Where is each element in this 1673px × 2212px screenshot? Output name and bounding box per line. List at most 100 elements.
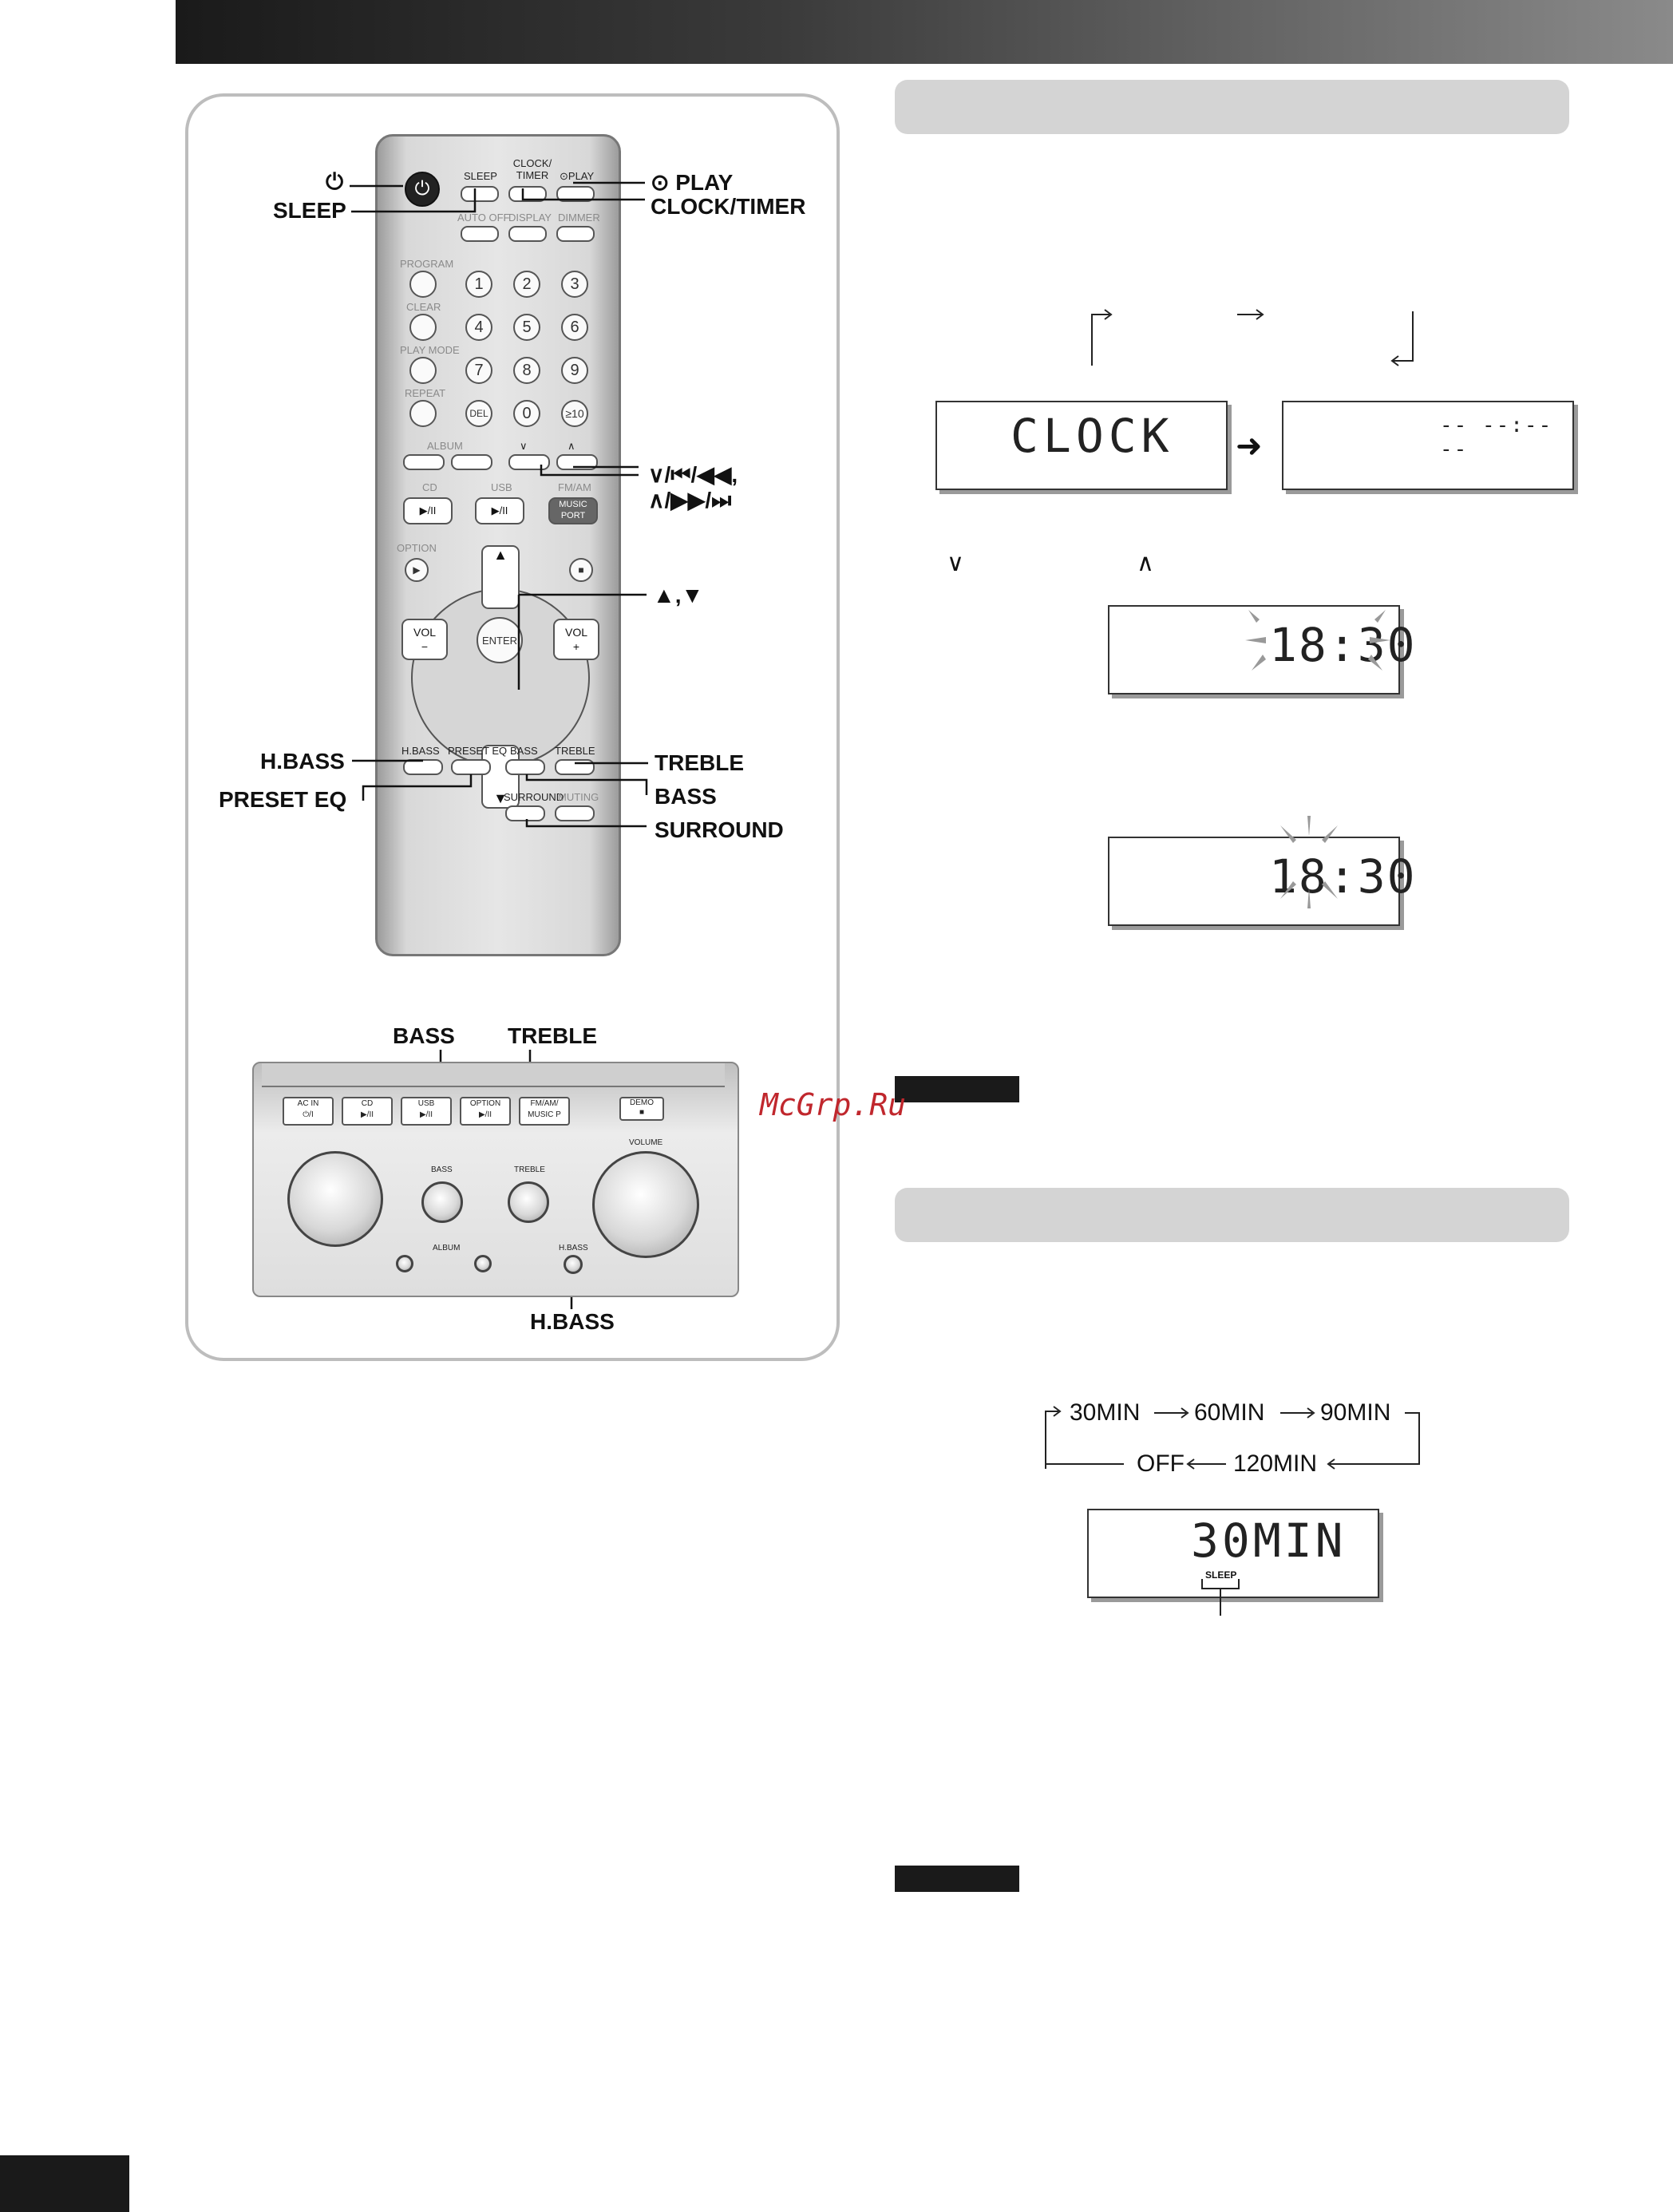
digit-8-key[interactable]: 8 [513,357,540,384]
skip-callout-line1: ∨/⏮/◀◀, [648,462,738,487]
down-key[interactable]: ▼ [481,745,520,809]
play-mode-key[interactable] [409,357,437,384]
arrows-callout: ▲,▼ [653,583,704,607]
clock-flow-arrows [1091,309,1414,366]
play-timer-key-label: ⊙PLAY [560,170,595,182]
treble-callout: TREBLE [655,750,744,775]
clear-label: CLEAR [406,301,441,313]
clock-display-4-text: 18:30 [1269,849,1417,904]
power-button[interactable]: ⏻ [405,172,440,207]
clock-section-header [895,80,1569,134]
cd-label: CD [422,481,437,493]
unit-treble-label: TREBLE [514,1165,545,1174]
option-play-key[interactable]: ▶ [405,558,429,582]
unit-album-label: ALBUM [433,1244,461,1252]
sleep-section-header [895,1188,1569,1242]
dimmer-label: DIMMER [558,212,600,224]
muting-key-label: MUTING [558,791,599,803]
up-symbol: ∧ [1137,550,1154,576]
unit-album-up-button[interactable] [474,1255,492,1272]
digit-9-key[interactable]: 9 [561,357,588,384]
watermark: McGrp.Ru [760,1087,907,1122]
dimmer-key[interactable] [556,226,595,242]
digit-7-key[interactable]: 7 [465,357,492,384]
sleep-seq-30min: 30MIN [1070,1399,1141,1426]
power-callout: ⏻ [326,169,344,194]
callout-lines [350,181,648,1309]
sleep-key-label: SLEEP [464,170,497,182]
sleep-indicator: SLEEP [1205,1569,1237,1581]
sleep-display: 30MIN SLEEP [1087,1509,1379,1598]
delete-key[interactable]: DEL [465,400,492,427]
stop-key[interactable]: ■ [569,558,593,582]
album-up-key[interactable] [451,454,492,470]
music-port-key[interactable]: MUSIC PORT [548,497,598,524]
surround-key[interactable] [505,805,545,821]
up-key[interactable]: ▲ [481,545,520,609]
digit-10plus-key[interactable]: ≥10 [561,400,588,427]
digit-1-key[interactable]: 1 [465,271,492,298]
display-key[interactable] [508,226,547,242]
digit-3-key[interactable]: 3 [561,271,588,298]
skip-back-key[interactable] [508,454,550,470]
digit-2-key[interactable]: 2 [513,271,540,298]
skip-up-symbol: ∧ [568,440,575,452]
repeat-label: REPEAT [405,387,446,399]
unit-power-button[interactable]: AC IN ⏻/I [283,1097,334,1126]
header-bar [176,0,1673,64]
unit-treble-knob[interactable] [508,1181,549,1223]
volume-down-key[interactable]: VOL − [401,619,448,660]
digit-6-key[interactable]: 6 [561,314,588,341]
remote-control: ⏻ SLEEP CLOCK/ TIMER ⊙PLAY AUTO OFF DISP… [375,134,621,956]
clock-display-3-text: 18:30 [1269,618,1417,672]
sleep-key[interactable] [461,186,499,202]
digit-0-key[interactable]: 0 [513,400,540,427]
clock-timer-callout: CLOCK/TIMER [651,194,806,219]
enter-key[interactable]: ENTER [477,617,523,663]
auto-off-key[interactable] [461,226,499,242]
sleep-seq-off: OFF [1137,1450,1185,1477]
program-label: PROGRAM [400,258,454,270]
play-timer-key[interactable] [556,186,595,202]
volume-up-key[interactable]: VOL + [553,619,599,660]
unit-demo-button[interactable]: DEMO ■ [619,1097,664,1121]
unit-volume-dial[interactable] [592,1151,699,1258]
page-number-tab [0,2155,129,2212]
unit-album-down-button[interactable] [396,1255,413,1272]
bass-key[interactable] [505,759,545,775]
clock-timer-key[interactable] [508,186,547,202]
unit-treble-callout: TREBLE [508,1023,597,1048]
sleep-callout: SLEEP [273,198,346,223]
unit-left-dial[interactable] [287,1151,383,1247]
preset-eq-key-label: PRESET EQ [448,745,508,757]
bass-callout: BASS [655,784,717,809]
unit-option-button[interactable]: OPTION ▶/II [460,1097,511,1126]
unit-hbass-label: H.BASS [559,1244,588,1252]
unit-hbass-button[interactable] [564,1255,583,1274]
muting-key[interactable] [555,805,595,821]
digit-5-key[interactable]: 5 [513,314,540,341]
clock-timer-key-label: CLOCK/ TIMER [512,157,552,181]
hbass-callout: H.BASS [260,749,345,774]
digit-4-key[interactable]: 4 [465,314,492,341]
unit-cd-button[interactable]: CD ▶/II [342,1097,393,1126]
clear-key[interactable] [409,314,437,341]
unit-bass-callout: BASS [393,1023,455,1048]
album-down-key[interactable] [403,454,445,470]
clock-display-1-text: CLOCK [1011,409,1174,463]
repeat-key[interactable] [409,400,437,427]
hbass-key-label: H.BASS [401,745,440,757]
sleep-note-label [895,1866,1019,1892]
unit-usb-button[interactable]: USB ▶/II [401,1097,452,1126]
main-unit-panel: AC IN ⏻/I CD ▶/II USB ▶/II OPTION ▶/II F… [252,1062,739,1297]
usb-play-key[interactable]: ▶/II [475,497,524,524]
cd-play-key[interactable]: ▶/II [403,497,453,524]
unit-bass-knob[interactable] [421,1181,463,1223]
bass-key-label: BASS [510,745,538,757]
program-key[interactable] [409,271,437,298]
unit-fm-am-button[interactable]: FM/AM/ MUSIC P [519,1097,570,1126]
skip-down-symbol: ∨ [520,440,528,452]
sleep-display-text: 30MIN [1191,1514,1347,1568]
clock-display-3: 18:30 [1108,605,1415,694]
preset-eq-callout: PRESET EQ [219,787,347,812]
